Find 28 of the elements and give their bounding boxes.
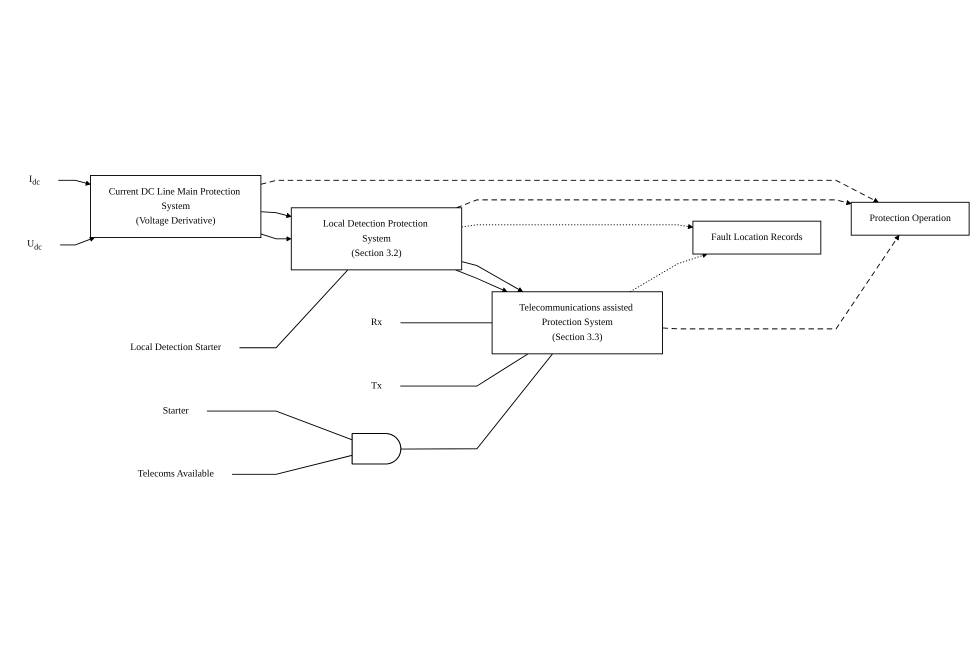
node-box: Protection Operation (850, 202, 970, 236)
node-box: Fault Location Records (692, 220, 822, 254)
node-text: U$_{dc}$ (27, 238, 42, 252)
node-text: Rx (370, 317, 382, 328)
arrow (456, 199, 852, 208)
connector (232, 454, 353, 475)
arrow (260, 180, 879, 203)
arrow (60, 236, 95, 246)
node-box: Local Detection Protection System (Section 3.2) (290, 207, 462, 270)
node-text: I$_{dc}$ (29, 174, 40, 186)
node-text: Starter (162, 406, 189, 416)
arrow (454, 269, 508, 292)
connector (400, 353, 554, 450)
node-box: Current DC Line Main Protection System (Voltage Derivative) (90, 175, 262, 238)
connector (400, 353, 529, 387)
node-box: Telecommunications assisted Protection System (Section 3.3) (492, 291, 663, 354)
arrow (260, 233, 292, 242)
connector (400, 322, 493, 324)
arrow (58, 180, 91, 186)
node-text: Tx (371, 380, 382, 391)
node-text: Telecoms Available (138, 468, 214, 480)
node-text: Local Detection Starter (130, 342, 222, 353)
arrow (662, 234, 900, 330)
arrow (630, 253, 708, 292)
connector (238, 269, 348, 348)
arrow (461, 261, 524, 292)
arrow (260, 211, 292, 218)
connector (206, 410, 353, 440)
